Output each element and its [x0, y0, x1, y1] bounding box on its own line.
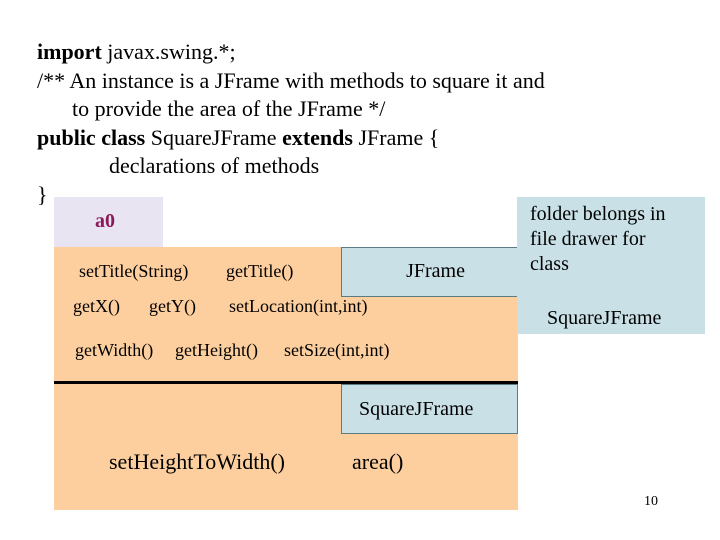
method-set-title: setTitle(String): [79, 261, 189, 281]
code-line-comment-1: /** An instance is a JFrame with methods…: [37, 67, 545, 93]
superclass-box: JFrame: [341, 247, 518, 297]
method-get-title: getTitle(): [226, 261, 294, 281]
code-line-close-brace: }: [37, 181, 48, 207]
method-get-x: getX(): [73, 296, 120, 316]
class-name-text: SquareJFrame: [145, 124, 283, 150]
superclass-name: JFrame: [406, 260, 465, 282]
folder-note: folder belongs in file drawer for class …: [517, 197, 705, 334]
method-set-height-to-width: setHeightToWidth(): [109, 449, 285, 474]
code-line-comment-2: to provide the area of the JFrame */: [72, 96, 386, 122]
method-get-y: getY(): [149, 296, 196, 316]
code-line-import: import javax.swing.*;: [37, 38, 545, 67]
page-number: 10: [644, 494, 658, 509]
code-line-class-decl: public class SquareJFrame extends JFrame…: [37, 124, 545, 153]
folder-note-class: SquareJFrame: [547, 307, 662, 329]
superclass-text: JFrame {: [352, 124, 440, 150]
import-text: javax.swing.*;: [101, 39, 236, 64]
method-get-width: getWidth(): [75, 340, 154, 360]
subclass-box: SquareJFrame: [341, 384, 518, 434]
method-set-location: setLocation(int,int): [229, 296, 368, 316]
keyword-import: import: [37, 39, 102, 64]
object-name: a0: [95, 210, 115, 232]
code-block: import javax.swing.*; /** An instance is…: [37, 38, 545, 210]
code-line-declarations: declarations of methods: [109, 153, 320, 179]
partition-divider: [54, 381, 518, 384]
method-set-size: setSize(int,int): [284, 340, 390, 360]
folder-note-text: folder belongs in file drawer for class: [530, 203, 666, 275]
method-get-height: getHeight(): [175, 340, 258, 360]
keyword-extends: extends: [282, 124, 353, 150]
subclass-name: SquareJFrame: [359, 398, 474, 420]
object-name-tab: a0: [54, 197, 163, 247]
method-area: area(): [352, 449, 404, 474]
keyword-public-class: public class: [37, 124, 146, 150]
